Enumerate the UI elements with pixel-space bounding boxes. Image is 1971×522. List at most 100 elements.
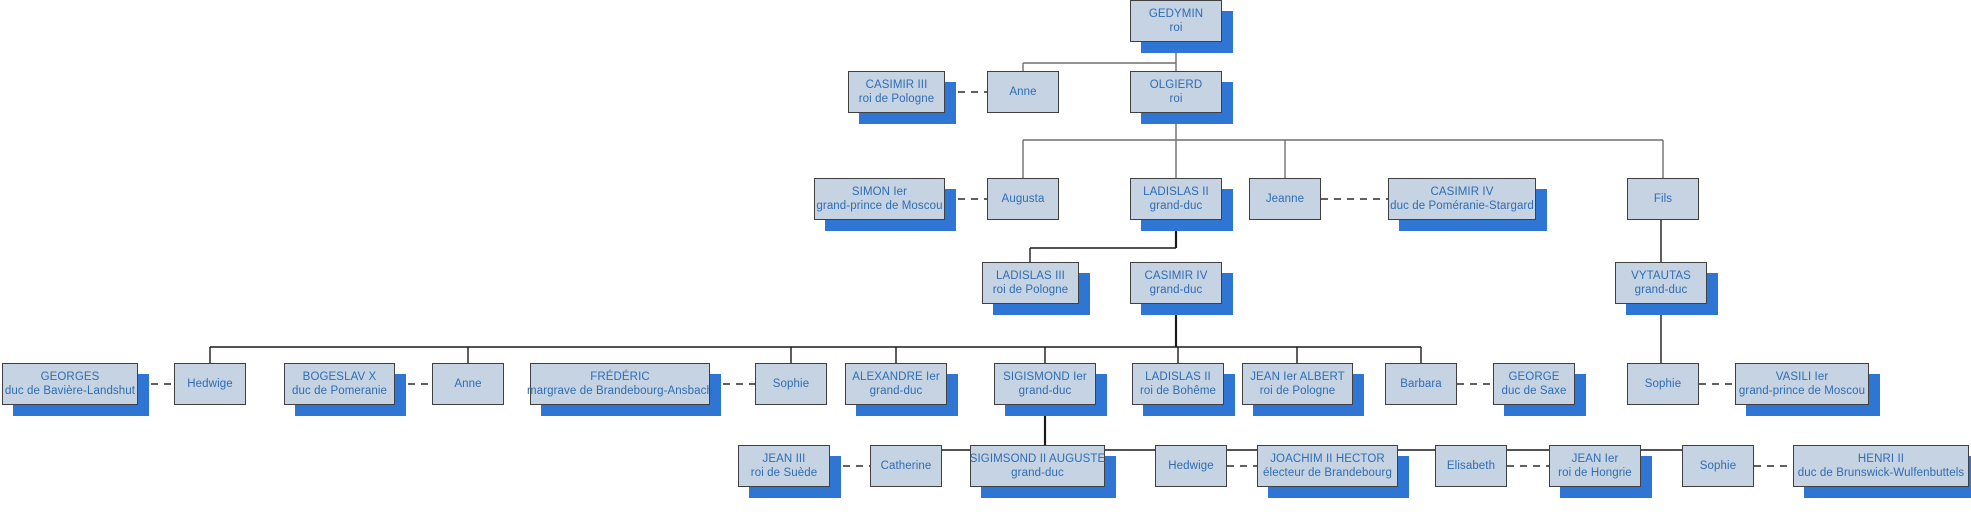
person-title: duc de Saxe [1501, 385, 1567, 397]
person-name: OLGIERD [1149, 78, 1203, 91]
person-node-georges[interactable]: GEORGES duc de Bavière-Landshut [2, 363, 138, 405]
person-name: Elisabeth [1446, 459, 1496, 472]
person-title: roi de Bohême [1139, 385, 1217, 397]
person-node-elisabeth[interactable]: Elisabeth [1435, 445, 1507, 487]
person-name: HENRI II [1857, 452, 1905, 465]
edge-olgierd-children [1022, 113, 1664, 178]
person-name: SIMON Ier [851, 185, 908, 198]
person-name: GEORGE [1508, 370, 1560, 383]
person-node-frederic[interactable]: FRÉDÉRIC margrave de Brandebourg-Ansbach [527, 363, 713, 405]
person-name: Hedwige [187, 377, 233, 390]
person-name: CASIMIR IV [1430, 185, 1494, 198]
person-title: grand-prince de Moscou [1738, 385, 1866, 397]
person-node-joachim2[interactable]: JOACHIM II HECTOR électeur de Brandebourg [1257, 445, 1398, 487]
person-name: JEAN Ier [1571, 452, 1619, 465]
person-node-jeanne[interactable]: Jeanne [1249, 178, 1321, 220]
person-node-sigismond2[interactable]: SIGIMSOND II AUGUSTE grand-duc [970, 445, 1105, 487]
person-title: margrave de Brandebourg-Ansbach [527, 385, 713, 397]
person-node-sigismond1[interactable]: SIGISMOND Ier grand-duc [994, 363, 1096, 405]
person-name: ALEXANDRE Ier [852, 370, 940, 383]
person-name: LADISLAS II [1143, 185, 1209, 198]
person-name: SIGISMOND Ier [1003, 370, 1087, 383]
person-node-catherine[interactable]: Catherine [870, 445, 942, 487]
person-name: Jeanne [1265, 192, 1305, 205]
person-name: JOACHIM II HECTOR [1270, 452, 1385, 465]
person-name: Catherine [880, 459, 932, 472]
person-node-sophie2[interactable]: Sophie [1627, 363, 1699, 405]
person-title: duc de Pomeranie [292, 385, 387, 397]
person-title: duc de Poméranie-Stargard [1390, 200, 1534, 212]
person-node-olgierd[interactable]: OLGIERD roi [1130, 71, 1222, 113]
person-node-casimir4gd[interactable]: CASIMIR IV grand-duc [1130, 262, 1222, 304]
person-name: CASIMIR IV [1144, 269, 1208, 282]
person-node-augusta[interactable]: Augusta [987, 178, 1059, 220]
person-node-ladislas2boh[interactable]: LADISLAS II roi de Bohême [1132, 363, 1224, 405]
person-title: roi [1169, 22, 1183, 34]
person-node-george_saxe[interactable]: GEORGE duc de Saxe [1493, 363, 1575, 405]
person-name: Sophie [772, 377, 810, 390]
person-node-bogeslav[interactable]: BOGESLAV X duc de Pomeranie [284, 363, 395, 405]
person-node-vytautas[interactable]: VYTAUTAS grand-duc [1615, 262, 1707, 304]
person-title: grand-prince de Moscou [816, 200, 943, 212]
person-title: duc de Brunswick-Wulfenbuttels [1797, 467, 1965, 479]
person-node-henri2[interactable]: HENRI II duc de Brunswick-Wulfenbuttels [1793, 445, 1969, 487]
person-name: Augusta [1001, 192, 1045, 205]
person-name: Anne [454, 377, 482, 390]
person-node-jean1albert[interactable]: JEAN Ier ALBERT roi de Pologne [1242, 363, 1353, 405]
person-title: électeur de Brandebourg [1263, 467, 1392, 479]
person-name: Sophie [1699, 459, 1737, 472]
person-name: Anne [1009, 85, 1037, 98]
person-node-hedwige1[interactable]: Hedwige [174, 363, 246, 405]
person-name: CASIMIR III [865, 78, 928, 91]
person-title: duc de Bavière-Landshut [4, 385, 136, 397]
person-node-jean1hongrie[interactable]: JEAN Ier roi de Hongrie [1549, 445, 1641, 487]
person-node-sophie3[interactable]: Sophie [1682, 445, 1754, 487]
person-name: JEAN III [762, 452, 806, 465]
person-title: grand-duc [1011, 467, 1064, 479]
person-title: grand-duc [1634, 284, 1688, 296]
person-title: grand-duc [1149, 200, 1203, 212]
person-name: GEORGES [40, 370, 100, 383]
person-title: grand-duc [869, 385, 923, 397]
person-node-ladislas2gd[interactable]: LADISLAS II grand-duc [1130, 178, 1222, 220]
person-name: FRÉDÉRIC [590, 370, 650, 383]
person-title: roi de Hongrie [1558, 467, 1632, 479]
person-node-casimir4pom[interactable]: CASIMIR IV duc de Poméranie-Stargard [1388, 178, 1536, 220]
person-name: Sophie [1644, 377, 1682, 390]
person-name: GEDYMIN [1148, 7, 1204, 20]
person-title: grand-duc [1149, 284, 1203, 296]
person-node-gedymin[interactable]: GEDYMIN roi [1130, 0, 1222, 42]
person-node-anne1[interactable]: Anne [987, 71, 1059, 113]
person-title: roi de Pologne [1259, 385, 1336, 397]
person-name: Barbara [1400, 377, 1442, 390]
person-name: BOGESLAV X [302, 370, 377, 383]
person-name: VASILI Ier [1775, 370, 1829, 383]
person-node-sophie1[interactable]: Sophie [755, 363, 827, 405]
person-title: roi de Pologne [858, 93, 935, 105]
descent-connectors-thin [209, 247, 1719, 451]
person-node-alexandre1[interactable]: ALEXANDRE Ier grand-duc [845, 363, 947, 405]
edge-casimir4-sibling-bar [209, 346, 1422, 363]
person-title: grand-duc [1018, 385, 1072, 397]
person-name: VYTAUTAS [1631, 269, 1691, 282]
person-node-simon1[interactable]: SIMON Ier grand-prince de Moscou [814, 178, 945, 220]
person-node-vasili1[interactable]: VASILI Ier grand-prince de Moscou [1735, 363, 1869, 405]
person-title: roi de Pologne [992, 284, 1069, 296]
descent-connectors [1022, 42, 1664, 363]
person-node-hedwige2[interactable]: Hedwige [1155, 445, 1227, 487]
person-node-barbara[interactable]: Barbara [1385, 363, 1457, 405]
person-name: Hedwige [1168, 459, 1214, 472]
person-node-fils[interactable]: Fils [1627, 178, 1699, 220]
person-name: SIGIMSOND II AUGUSTE [969, 452, 1106, 465]
person-name: JEAN Ier ALBERT [1250, 370, 1345, 383]
person-node-casimir3[interactable]: CASIMIR III roi de Pologne [848, 71, 945, 113]
person-title: roi [1169, 93, 1183, 105]
edge-ladislas3-casimir4-bar [1029, 247, 1176, 262]
person-node-ladislas3[interactable]: LADISLAS III roi de Pologne [982, 262, 1079, 304]
person-node-anne2[interactable]: Anne [432, 363, 504, 405]
person-name: LADISLAS II [1145, 370, 1211, 383]
person-name: LADISLAS III [996, 269, 1065, 282]
